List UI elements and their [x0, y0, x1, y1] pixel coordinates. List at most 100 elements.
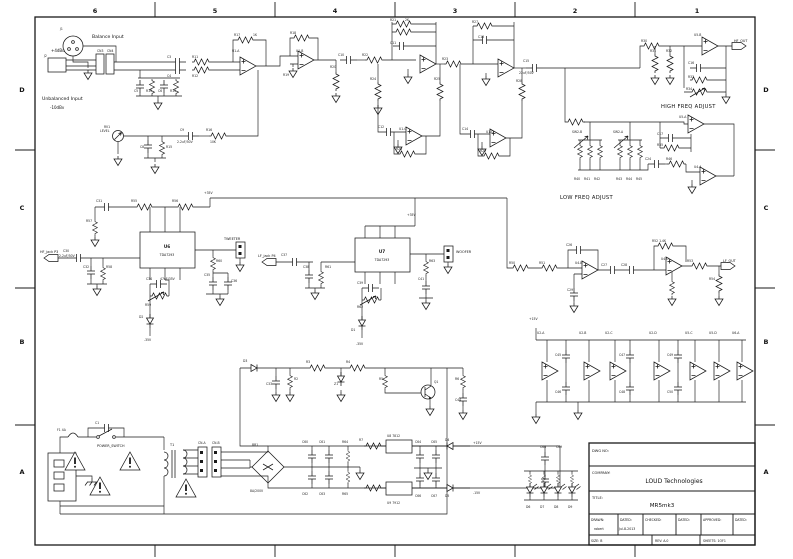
- component-ref: C48: [619, 390, 625, 394]
- component-ref: C38: [303, 265, 309, 269]
- dated3-label: DATED:: [735, 518, 747, 522]
- component-ref: D4: [445, 438, 449, 442]
- high-freq-adjust-label: HIGH FREQ ADJUST: [661, 104, 716, 110]
- component-ref: R57: [86, 219, 92, 223]
- component-ref: U2-C: [605, 331, 613, 335]
- tweeter-amp-section: HF_jack P3 U6 TDA7293 TWEETER: [40, 197, 507, 336]
- component-ref: C35: [204, 273, 210, 277]
- transistor-icon: [420, 384, 436, 400]
- transformer-secondary-icon: [182, 449, 188, 475]
- ground-icon: [285, 391, 295, 402]
- u6-ref: U6: [164, 244, 170, 249]
- component-ref: R60: [216, 259, 222, 263]
- component-ref: +15V: [473, 441, 483, 445]
- component-ref: R16: [206, 128, 212, 132]
- component-ref: 22uF/50V: [519, 71, 535, 75]
- led-icon: [527, 483, 539, 497]
- ground-icon: [336, 391, 346, 402]
- component-ref: SW2-A: [613, 130, 624, 134]
- ground-icon: [271, 391, 281, 402]
- diode-icon: [247, 364, 261, 372]
- ground-icon: [421, 299, 431, 310]
- component-ref: C47: [619, 353, 625, 357]
- led-section: [524, 470, 581, 501]
- component-ref: R65: [342, 492, 348, 496]
- ground-icon: [667, 295, 677, 306]
- component-ref: R45: [636, 177, 642, 181]
- warning-icon: [119, 451, 141, 471]
- ground-icon: [310, 289, 320, 300]
- component-ref: -35V: [356, 342, 364, 346]
- component-ref: R25: [434, 77, 440, 81]
- drawn-value: robert: [594, 527, 604, 531]
- component-ref: R22: [362, 53, 368, 57]
- component-ref: CN-A: [198, 441, 207, 445]
- component-ref: C44: [455, 398, 461, 402]
- component-ref: C39: [357, 281, 363, 285]
- component-ref: C15: [523, 59, 529, 63]
- component-ref: C32: [83, 265, 89, 269]
- component-ref: C6: [158, 89, 162, 93]
- component-ref: C30: [63, 249, 69, 253]
- transformer-label: T1: [169, 443, 174, 447]
- rectifier-section: [249, 439, 561, 496]
- component-ref: D1: [351, 328, 355, 332]
- ground-icon: [481, 75, 491, 86]
- component-ref: U6-A: [732, 331, 740, 335]
- ground-icon: [687, 183, 697, 194]
- low-freq-adjust-label: LOW FREQ ADJUST: [560, 195, 614, 201]
- balance-level-label: +4dBu: [51, 48, 65, 53]
- zener-icon: [337, 371, 345, 387]
- ground-icon: [569, 302, 579, 313]
- grid-col-5: 5: [213, 7, 218, 15]
- component-ref: C41: [418, 277, 424, 281]
- u7-part: TDA7293: [374, 258, 390, 262]
- component-ref: C66: [415, 494, 421, 498]
- opamp-icon: [581, 260, 599, 280]
- component-ref: C34: [146, 277, 152, 281]
- component-ref: R30: [641, 39, 647, 43]
- grid-row-a-left: A: [19, 468, 24, 476]
- component-ref: CN-B: [212, 441, 220, 445]
- component-ref: C1: [95, 421, 99, 425]
- opamp-icon: [405, 126, 423, 146]
- grid-row-b-right: B: [764, 338, 769, 346]
- opamp-icon: [699, 166, 717, 186]
- woofer-amp-section: LF_jack P4 U7 TDA7293 WOOFER: [258, 198, 472, 338]
- drawing-title: MR5mk3: [650, 503, 675, 509]
- unbalanced-input-label: Unbalanced Input: [42, 96, 83, 102]
- component-ref: D9: [568, 505, 572, 509]
- component-ref: C13: [478, 35, 484, 39]
- component-ref: RV1: [104, 125, 110, 129]
- component-ref: C61: [319, 440, 325, 444]
- lf-jack-flag-icon: [261, 258, 277, 266]
- ground-icon: [92, 285, 102, 296]
- component-ref: U2-D: [649, 331, 657, 335]
- ground-icon: [90, 236, 100, 247]
- component-ref: 2.2uF/50V: [59, 254, 76, 258]
- title-label: TITLE:: [591, 496, 603, 500]
- u6-ic: [139, 231, 196, 269]
- component-ref: R54: [709, 277, 715, 281]
- component-ref: R17: [234, 33, 240, 37]
- component-ref: U2-B: [579, 331, 586, 335]
- low-freq-adjust-section: LOW FREQ ADJUST: [560, 68, 734, 201]
- component-ref: +35V: [407, 213, 417, 217]
- component-ref: R3: [306, 360, 310, 364]
- component-ref: R59: [145, 303, 151, 307]
- component-ref: U5-D: [709, 331, 717, 335]
- led-column: [541, 471, 553, 500]
- led-column: [555, 471, 567, 500]
- grid-col-1: 1: [695, 7, 700, 15]
- opamp-icon: [701, 36, 719, 56]
- ground-icon: [403, 73, 413, 84]
- component-ref: C50: [667, 390, 673, 394]
- component-ref: U8 7812: [387, 434, 400, 438]
- tweeter-label: TWEETER: [223, 237, 241, 241]
- dated1-label: DATED:: [620, 518, 632, 522]
- component-ref: C64: [415, 440, 421, 444]
- led-column: [569, 471, 581, 500]
- component-ref: C37: [281, 253, 287, 257]
- ground-icon: [425, 405, 435, 416]
- component-ref: R21: [390, 18, 396, 22]
